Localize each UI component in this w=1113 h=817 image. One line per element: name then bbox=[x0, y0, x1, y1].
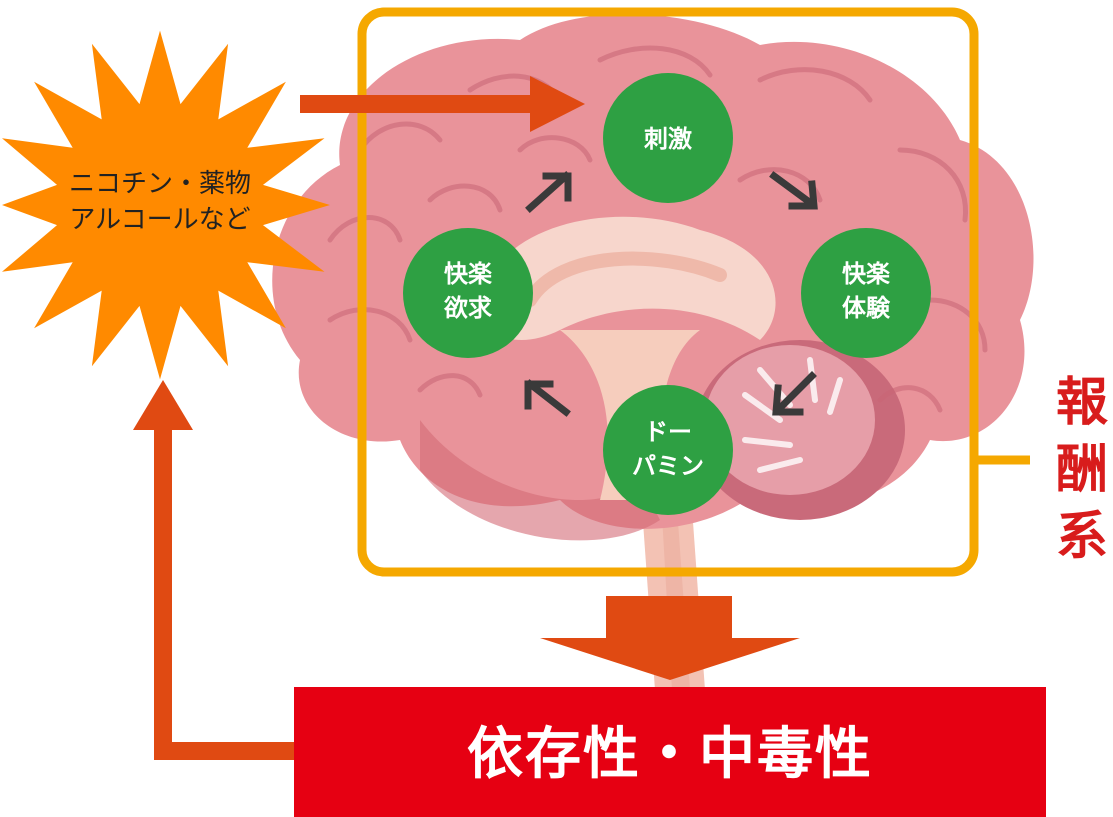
trigger-burst: ニコチン・薬物 アルコールなど bbox=[2, 30, 330, 380]
node-dopamine-label-1: ドー bbox=[644, 418, 692, 446]
result-box: 依存性・中毒性 bbox=[294, 687, 1046, 817]
feedback-arrow bbox=[133, 380, 296, 760]
node-pleasure-experience-label-1: 快楽 bbox=[842, 260, 891, 288]
trigger-to-stimulus-arrow bbox=[300, 76, 585, 132]
node-pleasure-desire-label-1: 快楽 bbox=[444, 260, 493, 288]
node-pleasure-experience: 快楽 体験 bbox=[801, 228, 931, 358]
node-dopamine-label-2: パミン bbox=[632, 452, 704, 480]
reward-system-char-2: 酬 bbox=[1056, 440, 1108, 500]
starburst-shape bbox=[2, 30, 330, 380]
reward-system-label: 報 酬 系 bbox=[1056, 373, 1108, 567]
cycle-arrow-stimulus-to-experience bbox=[769, 171, 818, 210]
node-stimulus: 刺激 bbox=[603, 73, 733, 203]
node-pleasure-desire: 快楽 欲求 bbox=[403, 228, 533, 358]
result-label: 依存性・中毒性 bbox=[467, 722, 873, 787]
node-pleasure-experience-label-2: 体験 bbox=[842, 294, 891, 322]
node-pleasure-desire-label-2: 欲求 bbox=[443, 294, 492, 322]
brain-to-result-arrow bbox=[540, 596, 800, 680]
cycle-arrow-dopamine-to-desire bbox=[524, 379, 571, 417]
cycle-arrow-experience-to-dopamine bbox=[772, 371, 817, 416]
node-dopamine: ドー パミン bbox=[603, 385, 733, 515]
reward-system-frame bbox=[357, 7, 979, 577]
cycle-arrow-desire-to-stimulus bbox=[525, 171, 572, 213]
trigger-label-line1: ニコチン・薬物 bbox=[69, 169, 251, 199]
reward-system-char-3: 系 bbox=[1056, 507, 1108, 567]
reward-system-char-1: 報 bbox=[1056, 373, 1108, 433]
trigger-label-line2: アルコールなど bbox=[69, 205, 250, 235]
node-stimulus-label: 刺激 bbox=[644, 125, 692, 153]
